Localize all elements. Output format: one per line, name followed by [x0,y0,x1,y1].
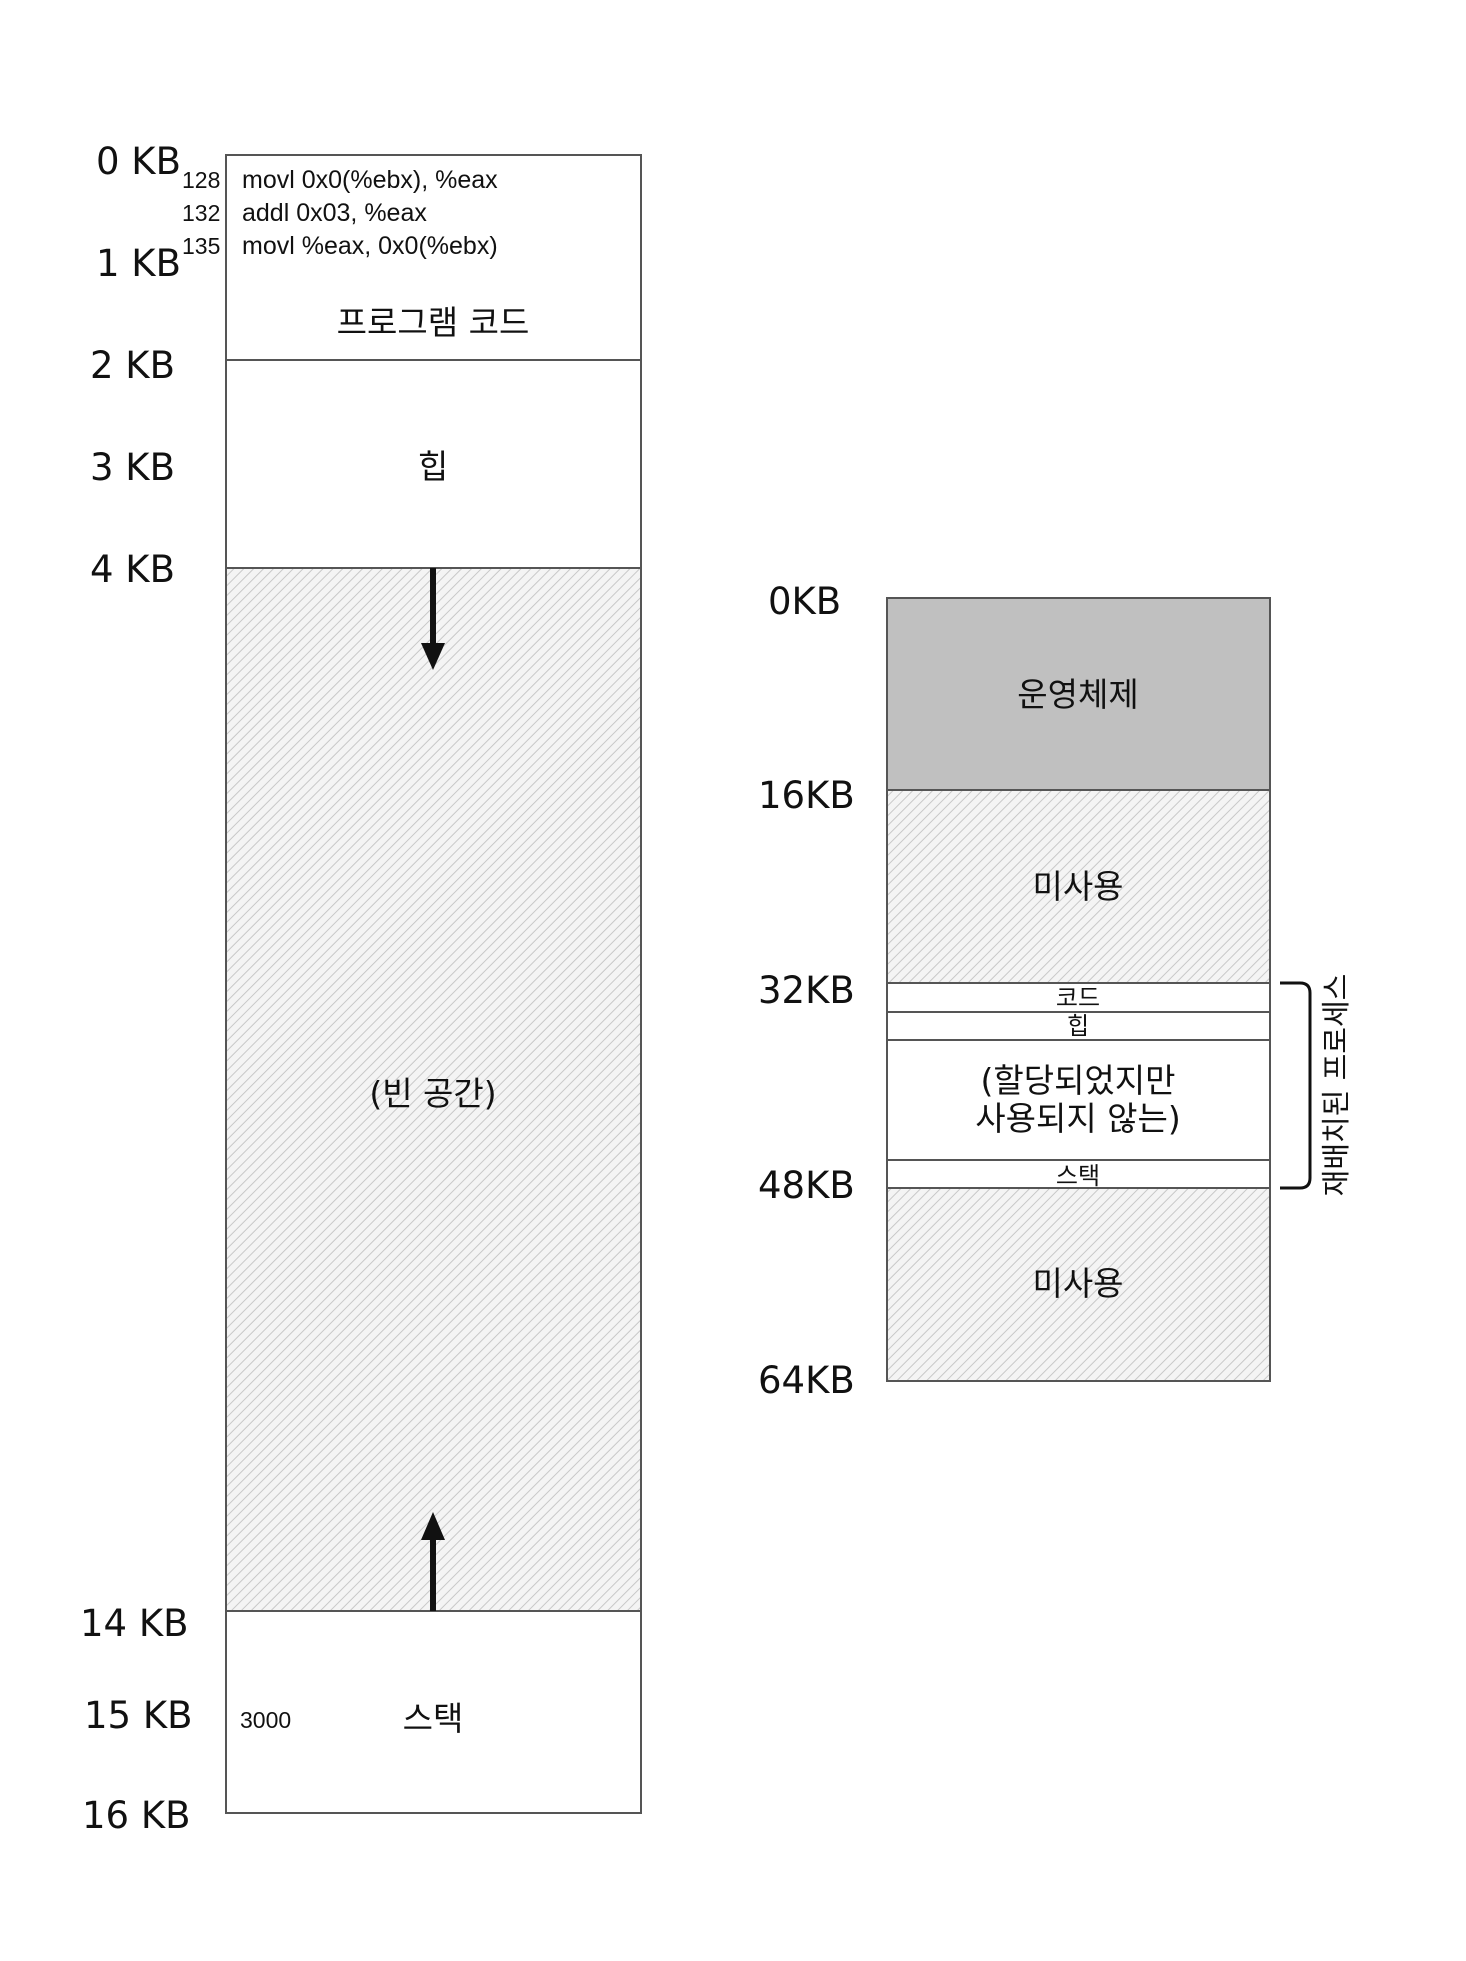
stack-growth-arrow [421,1512,445,1611]
allocated-unused-label-line1: (할당되었지만 [980,1061,1175,1100]
mem-axis-label-48kb: 48KB [758,1164,855,1207]
instruction-text: movl %eax, 0x0(%ebx) [242,232,498,260]
stack-label: 스택 [1056,1162,1100,1190]
axis-label-16kb: 16 KB [82,1794,191,1837]
axis-label-2kb: 2 KB [90,344,175,387]
axis-label-3kb: 3 KB [90,446,175,489]
instruction-text: movl 0x0(%ebx), %eax [242,166,498,194]
axis-label-1kb: 1 KB [96,242,181,285]
address-space-box [225,154,642,1814]
relocated-process-label: 재배치된 프로세스 [1319,974,1353,1197]
instruction-address: 132 [182,200,220,226]
relocated-process-bracket [1280,981,1312,1190]
code-label: 코드 [1056,984,1100,1012]
axis-label-4kb: 4 KB [90,548,175,591]
relocated-process-region [887,983,1270,1188]
axis-label-0kb: 0 KB [96,140,181,183]
unused-top-label: 미사용 [1032,867,1123,906]
heap-growth-arrow [421,568,445,670]
unused-region-top [887,790,1270,983]
mem-axis-label-64kb: 64KB [758,1359,855,1402]
heap-label: 힙 [1067,1012,1089,1040]
free-space-label: (빈 공간) [369,1074,496,1113]
instruction-text: addl 0x03, %eax [242,199,427,227]
os-region [887,598,1270,790]
program-code-label: 프로그램 코드 [337,303,530,342]
os-label: 운영체제 [1017,675,1138,714]
instruction-address: 135 [182,233,220,259]
mem-axis-label-0kb: 0KB [768,580,841,623]
physical-memory: 0KB 16KB 32KB 48KB 64KB 운영체제 미사용 코드 힙 (할… [758,580,1353,1402]
instruction-address: 128 [182,167,220,193]
process-address-space: 0 KB 1 KB 2 KB 3 KB 4 KB 14 KB 15 KB 16 … [80,140,642,1837]
free-space-region [226,568,641,1611]
unused-region-bottom [887,1188,1270,1381]
axis-label-15kb: 15 KB [84,1694,193,1737]
stack-value: 3000 [240,1707,291,1733]
memory-box [886,597,1271,1382]
allocated-unused-label-line2: 사용되지 않는) [975,1099,1181,1138]
unused-bottom-label: 미사용 [1032,1264,1123,1303]
mem-axis-label-32kb: 32KB [758,969,855,1012]
stack-label: 스택 [403,1699,464,1738]
axis-label-14kb: 14 KB [80,1602,189,1645]
heap-label: 힙 [418,447,448,486]
mem-axis-label-16kb: 16KB [758,774,855,817]
